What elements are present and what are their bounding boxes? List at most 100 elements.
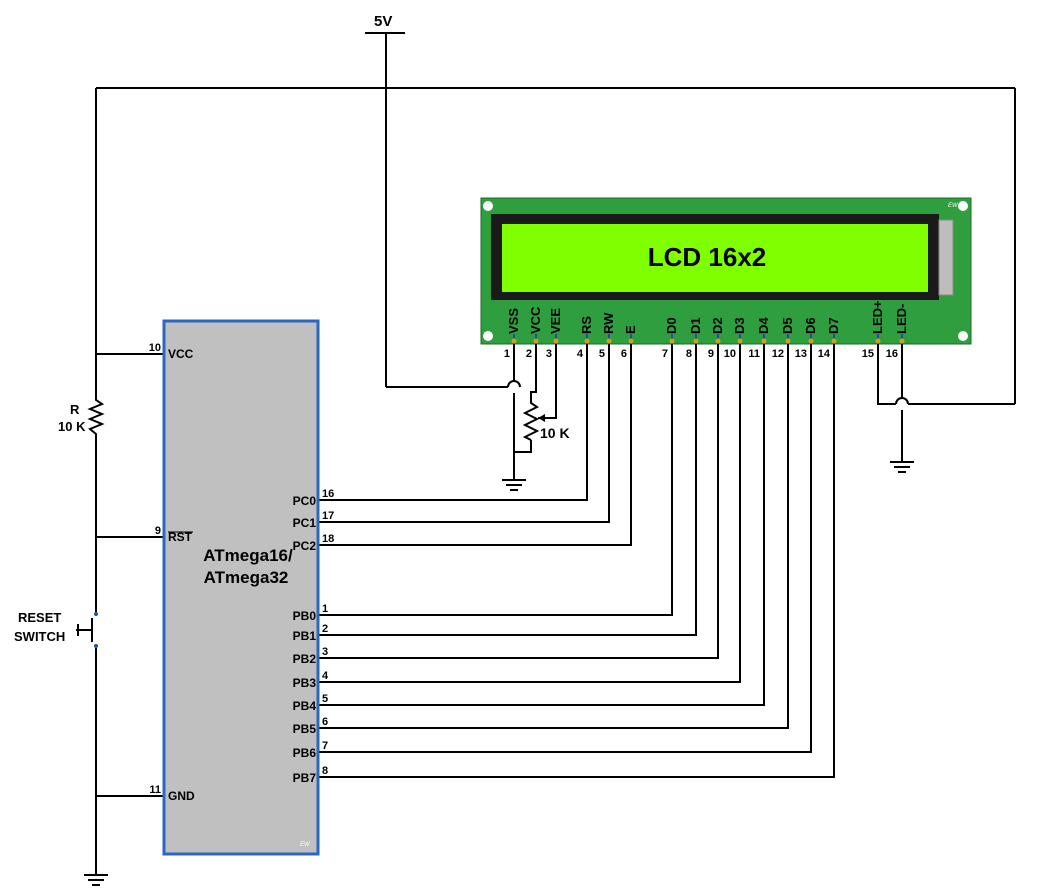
mcu-pin-pc1: PC1 17 [293,510,335,530]
lcd-pin-dot [761,338,767,344]
lcd-pin-number: 4 [577,348,584,360]
lcd-pin-name: LED- [894,304,909,334]
mcu-pin-name: PB2 [293,652,317,666]
mcu-pin-number: 16 [322,488,334,500]
mcu-pin-number: 11 [149,784,161,796]
lcd-pin-name: D0 [664,317,679,334]
reset-switch: RESET SWITCH [14,610,98,648]
ground-icon [84,874,108,886]
lcd-pin-name: VEE [548,308,563,334]
lcd-pin-dot [533,338,539,344]
lcd-pin-dot [669,338,675,344]
lcd-pin-number: 1 [504,348,510,360]
mcu-pin-name: PC1 [293,516,317,530]
mcu-pin-name: PB4 [293,699,317,713]
mount-hole-icon [483,331,493,341]
mcu-pin-number: 2 [322,623,328,635]
lcd-pin-number: 7 [662,348,668,360]
mcu-logo: EW [300,842,311,848]
lcd-module: LCD 16x2 EW VSS1VCC2VEE3RS4RW5E6D07D18D2… [480,197,972,360]
supply-label: 5V [374,13,392,30]
lcd-pin-13: D6 13 [795,317,818,360]
lcd-pin-16: LED- 16 [886,304,909,360]
mcu-pin-number: 8 [322,765,328,777]
lcd-pin-number: 16 [886,348,898,360]
mcu-pin-name: PB0 [293,609,317,623]
lcd-pin-number: 5 [599,348,605,360]
mcu-pin-pc2: PC2 18 [293,533,335,553]
lcd-pin-name: D7 [826,317,841,334]
lcd-pin-number: 13 [795,348,807,360]
pot-value: 10 K [540,425,570,441]
mcu-pin-number: 6 [322,716,328,728]
lcd-pin-1: VSS 1 [504,308,521,360]
mcu-pin-number: 17 [322,510,334,522]
mcu-pin-number: 10 [149,342,161,354]
lcd-pin-dot [899,338,905,344]
lcd-pin-name: D1 [688,317,703,334]
lcd-pin-name: D6 [803,317,818,334]
lcd-pin-5: RW 5 [599,312,616,360]
mcu-pin-rst: 9 RST [155,525,193,544]
lcd-pin-dot [511,338,517,344]
lcd-pin-name: D3 [732,317,747,334]
reset-label-line2: SWITCH [14,629,65,644]
mcu-pin-name: GND [168,789,195,803]
lcd-pin-dot [715,338,721,344]
lcd-pin-dot [831,338,837,344]
lcd-pin-name: LED+ [870,300,885,334]
mcu-pin-name: PB7 [293,771,317,785]
lcd-pin-name: D2 [710,317,725,334]
contrast-potentiometer: 10 K [522,398,570,441]
lcd-pin-name: D4 [756,317,771,334]
mcu-pin-name: PB5 [293,722,317,736]
lcd-pin-number: 6 [621,348,627,360]
lcd-pin-dot [693,338,699,344]
lcd-pin-number: 12 [772,348,784,360]
mcu-pin-number: 18 [322,533,334,545]
lcd-pin-dot [875,338,881,344]
lcd-pin-name: RS [579,316,594,334]
mcu-pin-name: PB6 [293,746,317,760]
mcu-pin-pb7: PB7 8 [293,765,328,785]
lcd-pin-dot [808,338,814,344]
reset-label-line1: RESET [18,610,61,625]
lcd-pin-dot [628,338,634,344]
mcu-pin-number: 7 [322,740,328,752]
mcu-pin-name: PC2 [293,539,317,553]
ground-icon [890,461,914,473]
mcu-pin-pb2: PB2 3 [293,646,328,666]
lcd-pin-dot [737,338,743,344]
mcu-pin-name: RST [168,530,193,544]
lcd-pin-9: D29 [708,317,725,360]
lcd-screen [502,224,928,292]
vcc-bus [95,87,1016,405]
lcd-title: LCD 16x2 [648,242,767,272]
mount-hole-icon [958,331,968,341]
mcu-pin-gnd: 11 GND [149,784,195,803]
mcu-pin-number: 3 [322,646,328,658]
lcd-pin-dot [553,338,559,344]
mount-hole-icon [483,201,493,211]
lcd-pin-name: RW [601,312,616,334]
lcd-pin-number: 11 [748,348,760,360]
lcd-pin-dot [584,338,590,344]
lcd-pin-name: VSS [506,308,521,334]
mcu-pin-pb5: PB5 6 [293,716,328,736]
lcd-pin-group: VSS1VCC2VEE3RS4RW5E6D07D18D29D310D411D51… [504,300,909,360]
lcd-pin-dot [785,338,791,344]
ground-icon [502,479,526,491]
mcu-pin-pb6: PB6 7 [293,740,328,760]
mcu-pin-number: 9 [155,525,161,537]
resistor-value: 10 K [58,419,86,434]
